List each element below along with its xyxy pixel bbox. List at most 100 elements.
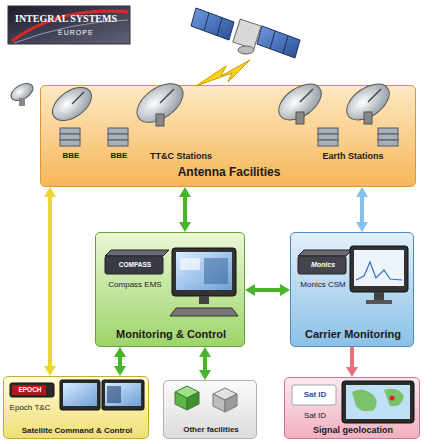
- facility-cubes: [225, 394, 237, 412]
- facility-cubes: [175, 386, 237, 412]
- device-brand: COMPASS: [119, 261, 151, 268]
- facility-cubes: [175, 392, 187, 410]
- logo-text: INTEGRAL SYSTEMS: [15, 13, 117, 24]
- equipment-label: BBE: [63, 151, 80, 160]
- monics-device: [298, 250, 352, 274]
- monics-device: [298, 250, 352, 256]
- company-logo: [12, 11, 128, 41]
- antenna-dish: [364, 112, 372, 124]
- equipment-label: BBE: [111, 151, 128, 160]
- antenna-dish: [368, 89, 381, 102]
- spectrum-monitor: [366, 300, 392, 304]
- control-monitor: [199, 296, 209, 304]
- server-rack: [60, 128, 80, 134]
- product-name: Monics CSM: [300, 280, 345, 289]
- antenna-dish: [156, 114, 164, 126]
- device-brand: Sat ID: [304, 390, 327, 399]
- antenna-dish: [130, 76, 190, 130]
- satellite-icon: [238, 46, 254, 54]
- small-dish-icon: [8, 80, 36, 106]
- spectrum-monitor: [374, 292, 384, 300]
- device-brand: Monics: [311, 261, 335, 269]
- epoch-device: [12, 385, 46, 395]
- panel-title: Satellite Command & Control: [22, 426, 133, 435]
- panel-title: Signal geolocation: [313, 425, 393, 435]
- spectrum-monitor: [354, 250, 404, 286]
- antenna-dish: [340, 77, 395, 127]
- spectrum-monitor: [356, 262, 402, 280]
- server-rack: [318, 128, 338, 134]
- control-monitor: [170, 308, 238, 316]
- satellite-icon: [233, 19, 261, 49]
- double-arrow: [251, 288, 284, 292]
- server-rack: [60, 140, 80, 146]
- server-rack: [318, 140, 338, 146]
- logo-text: EUROPE: [58, 29, 94, 37]
- product-name: Sat ID: [304, 411, 326, 420]
- panel-title: Carrier Monitoring: [305, 328, 401, 341]
- control-monitor: [180, 258, 200, 270]
- double-arrow: [203, 353, 207, 374]
- map-monitor: [390, 396, 395, 401]
- control-monitor: [176, 252, 232, 290]
- command-monitor: [105, 383, 141, 406]
- control-monitor: [170, 248, 238, 316]
- compass-device: [105, 250, 169, 256]
- double-arrow: [118, 353, 122, 370]
- facility-cubes: [187, 392, 199, 410]
- process-box: Other facilities: [163, 380, 257, 439]
- server-rack: [378, 134, 398, 140]
- company-logo: [8, 6, 130, 44]
- server-rack: [60, 134, 80, 140]
- antenna-dish: [160, 89, 174, 103]
- station-label: TT&C Stations: [150, 151, 212, 161]
- control-monitor: [204, 258, 228, 284]
- command-monitor: [63, 383, 97, 406]
- double-arrow: [48, 193, 52, 370]
- satellite-icon: [191, 8, 234, 40]
- double-arrow: [360, 193, 364, 226]
- satellite-icon: [191, 8, 300, 58]
- satellite-icon: [257, 26, 300, 58]
- satid-device: [292, 385, 336, 405]
- satellite-icon: [217, 18, 222, 36]
- map-monitor: [342, 381, 414, 423]
- server-rack: [108, 140, 128, 146]
- satid-device: [292, 385, 336, 405]
- compass-device: [105, 256, 163, 274]
- device-brand: EPOCH: [18, 386, 41, 393]
- antenna-dish: [47, 81, 98, 128]
- epoch-device: [10, 383, 54, 397]
- antenna-dish: [72, 92, 84, 104]
- command-monitor: [107, 386, 121, 403]
- command-monitor: [60, 380, 144, 410]
- server-rack: [378, 128, 398, 134]
- server-rack: [318, 134, 338, 140]
- antenna-dish: [296, 112, 304, 124]
- command-monitor: [60, 380, 100, 410]
- map-monitor: [346, 385, 410, 419]
- product-name: Compass EMS: [108, 280, 161, 289]
- product-name: Epoch T&C: [10, 403, 51, 412]
- company-logo: [8, 6, 130, 44]
- compass-device: [105, 250, 169, 274]
- radio-link-bolt: [196, 60, 250, 86]
- antenna-dish: [47, 76, 396, 130]
- monics-device: [298, 256, 346, 274]
- satellite-icon: [204, 13, 209, 31]
- small-dish-icon: [19, 98, 25, 106]
- map-monitor: [352, 389, 377, 411]
- spectrum-monitor: [350, 246, 408, 304]
- server-rack: [108, 134, 128, 140]
- panel-title: Antenna Facilities: [178, 166, 281, 180]
- server-rack: [60, 128, 398, 146]
- spectrum-monitor: [350, 246, 408, 292]
- double-arrow: [183, 193, 187, 226]
- radio-link-bolt: [196, 60, 250, 86]
- station-label: Earth Stations: [322, 151, 383, 161]
- satellite-icon: [283, 36, 288, 54]
- antenna-dish: [300, 89, 313, 102]
- server-rack: [108, 128, 128, 134]
